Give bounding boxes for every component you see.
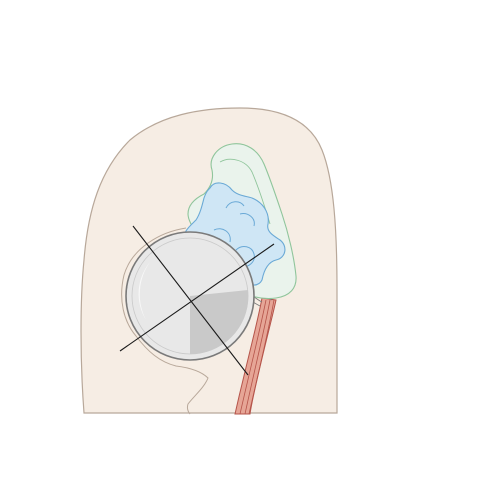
optic-nerve	[234, 297, 277, 415]
eyeball-shade	[190, 290, 249, 355]
axis-line-a	[132, 225, 249, 376]
axis-line-b	[119, 243, 275, 352]
eyeball	[125, 231, 255, 361]
crosshair-axes	[119, 225, 275, 376]
sinus-inner-contour	[219, 158, 271, 225]
orbit-bone-contour	[121, 227, 209, 415]
